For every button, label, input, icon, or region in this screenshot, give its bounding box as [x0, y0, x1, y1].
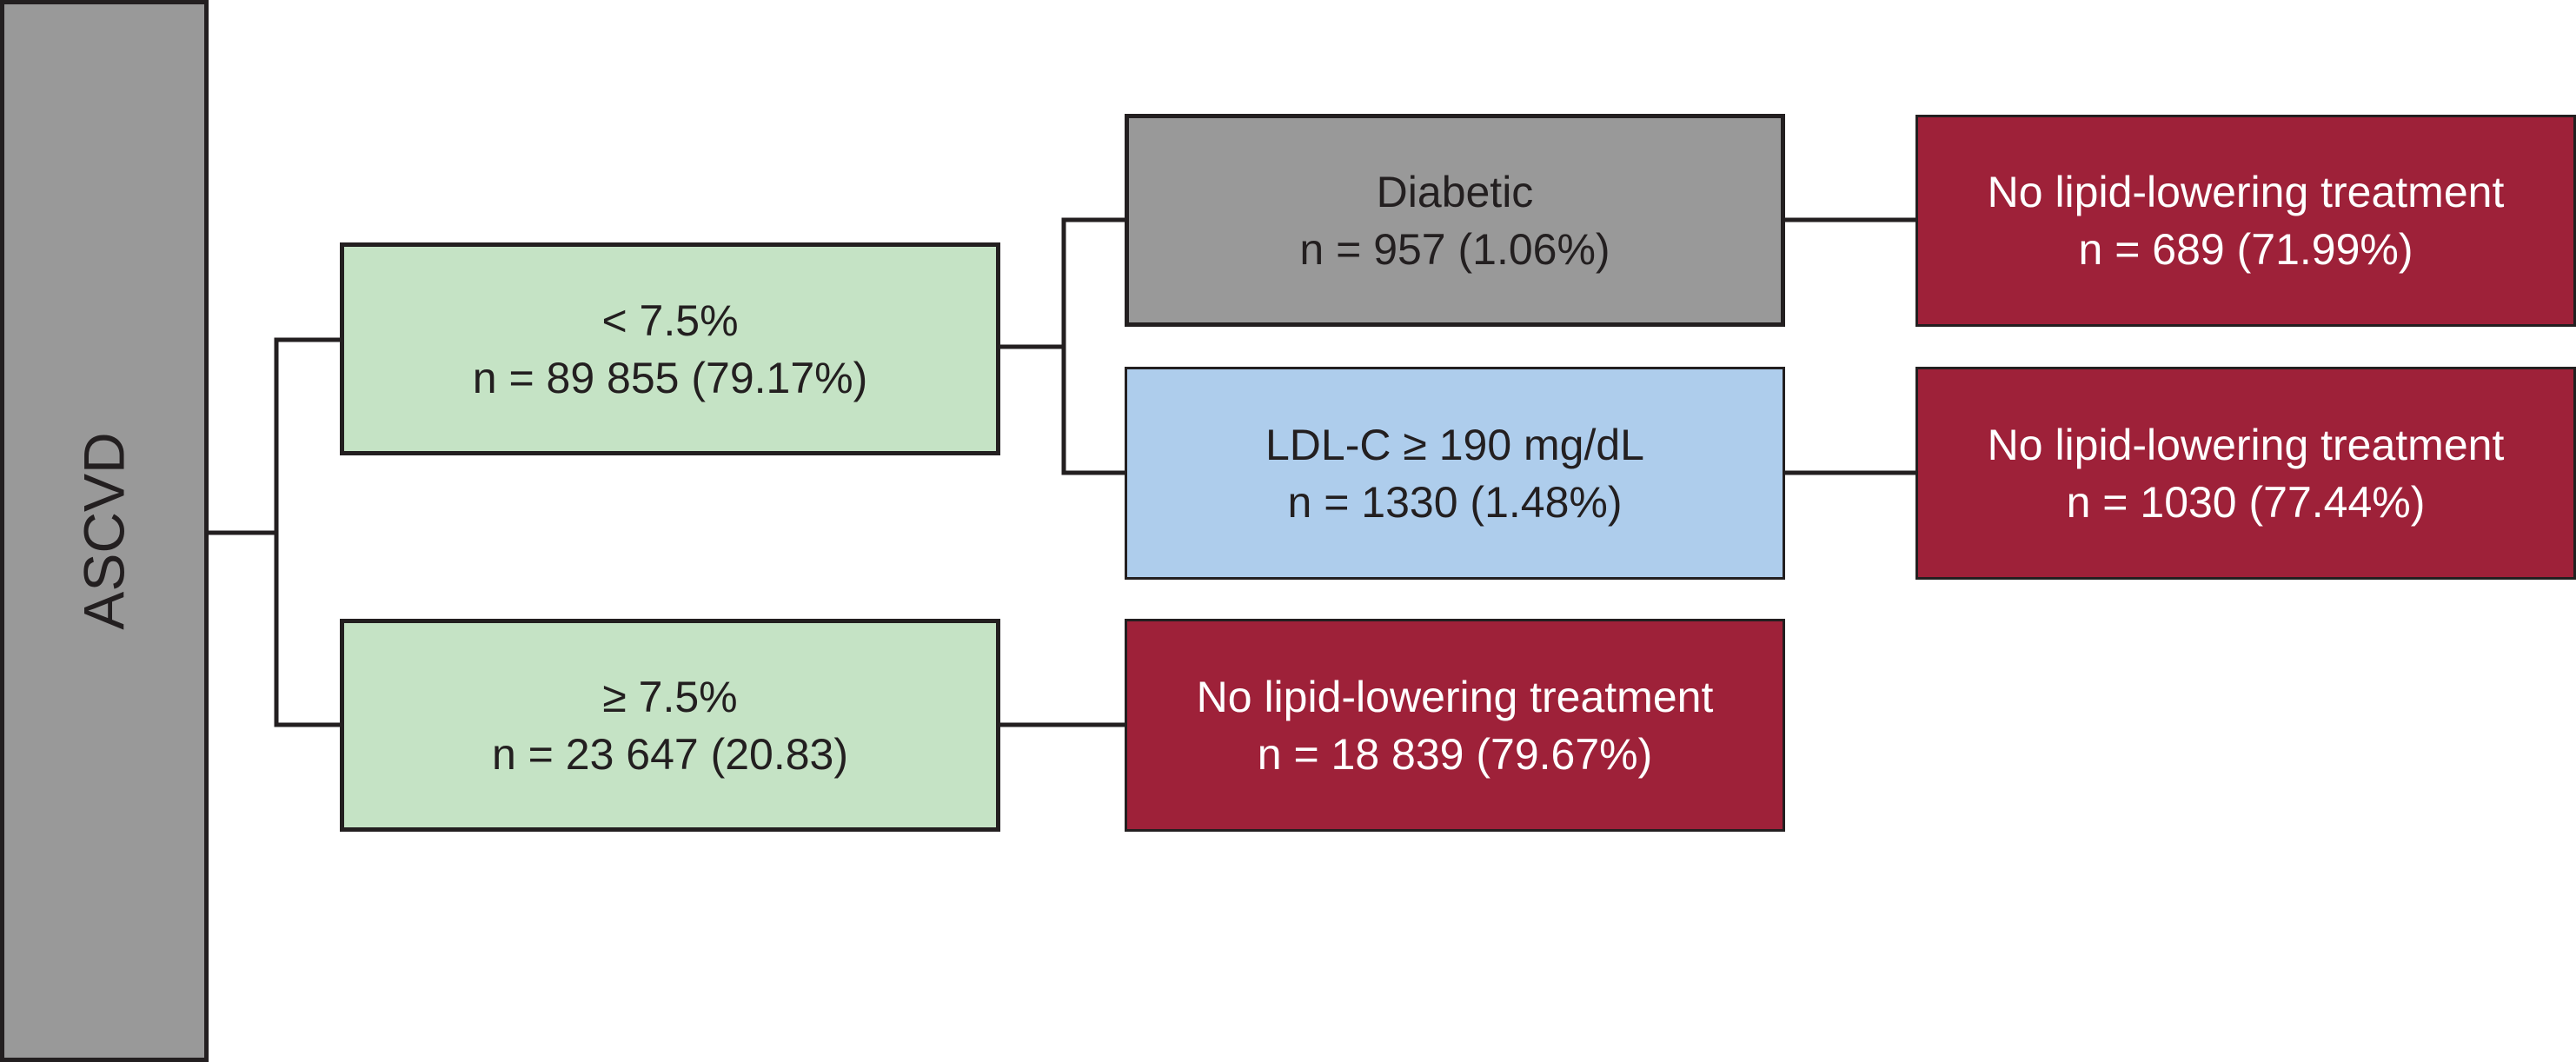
no-treatment-high-risk-count: n = 18 839 (79.67%) [1257, 729, 1653, 779]
risk-high-count: n = 23 647 (20.83) [491, 729, 849, 779]
no-treatment-high-risk-box: No lipid-lowering treatment n = 18 839 (… [1125, 619, 1785, 832]
risk-low-box: < 7.5% n = 89 855 (79.17%) [340, 242, 1000, 455]
connector-root-branch [274, 337, 340, 727]
ldl-label: LDL-C ≥ 190 mg/dL [1265, 420, 1644, 469]
risk-high-threshold: ≥ 7.5% [602, 672, 738, 721]
ascvd-root-label: ASCVD [71, 432, 136, 630]
no-treatment-high-risk-label: No lipid-lowering treatment [1196, 672, 1714, 721]
ascvd-root-box: ASCVD [0, 0, 209, 1062]
risk-low-count: n = 89 855 (79.17%) [472, 353, 868, 402]
risk-high-box: ≥ 7.5% n = 23 647 (20.83) [340, 619, 1000, 832]
no-treatment-diabetic-label: No lipid-lowering treatment [1987, 168, 2505, 216]
risk-low-threshold: < 7.5% [601, 295, 739, 345]
diabetic-label: Diabetic [1376, 167, 1534, 216]
no-treatment-ldl-box: No lipid-lowering treatment n = 1030 (77… [1915, 367, 2576, 580]
diabetic-box: Diabetic n = 957 (1.06%) [1125, 114, 1785, 327]
connector-low-risk-branch [1061, 217, 1125, 475]
diabetic-count: n = 957 (1.06%) [1299, 224, 1610, 274]
ldl-count: n = 1330 (1.48%) [1287, 477, 1623, 527]
no-treatment-ldl-count: n = 1030 (77.44%) [2066, 477, 2426, 527]
no-treatment-ldl-label: No lipid-lowering treatment [1987, 420, 2505, 469]
no-treatment-diabetic-box: No lipid-lowering treatment n = 689 (71.… [1915, 115, 2576, 327]
ldl-box: LDL-C ≥ 190 mg/dL n = 1330 (1.48%) [1125, 367, 1785, 580]
no-treatment-diabetic-count: n = 689 (71.99%) [2078, 225, 2413, 274]
